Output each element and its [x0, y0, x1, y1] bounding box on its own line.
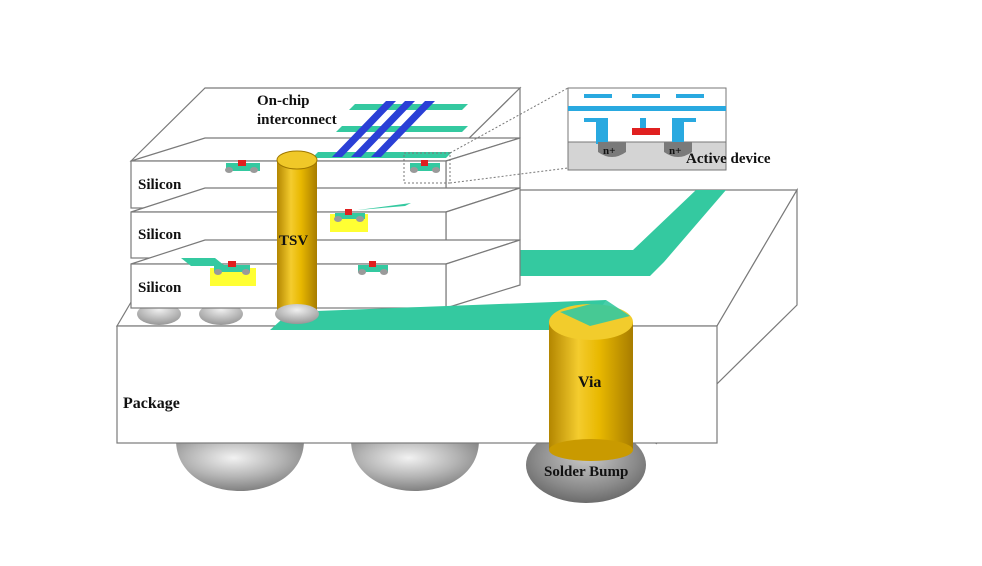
- solder-bump-middle: [351, 440, 479, 491]
- tsv-label: TSV: [279, 233, 308, 249]
- redistribution-trace: [270, 300, 606, 330]
- package-trace: [462, 190, 726, 276]
- tsv-pillar: [275, 150, 319, 324]
- n-plus-label-left: n+: [603, 145, 615, 157]
- interconnect-grid: [312, 101, 468, 158]
- silicon-label-bottom: Silicon: [138, 280, 182, 296]
- interconnect-label: interconnect: [257, 112, 337, 128]
- package-via: [549, 300, 633, 461]
- package-label: Package: [123, 395, 180, 412]
- n-plus-label-right: n+: [669, 145, 681, 157]
- solder-bump-label: Solder Bump: [544, 464, 628, 480]
- via-label: Via: [578, 374, 601, 391]
- transistor-devices: [181, 160, 440, 286]
- active-device-callout: n+ n+: [403, 87, 727, 184]
- active-device-label: Active device: [686, 151, 771, 167]
- solder-bump-left: [176, 440, 304, 491]
- silicon-label-top: Silicon: [138, 177, 182, 193]
- silicon-label-middle: Silicon: [138, 227, 182, 243]
- silicon-layer-bottom: [130, 239, 521, 309]
- on-chip-label: On-chip: [257, 93, 310, 109]
